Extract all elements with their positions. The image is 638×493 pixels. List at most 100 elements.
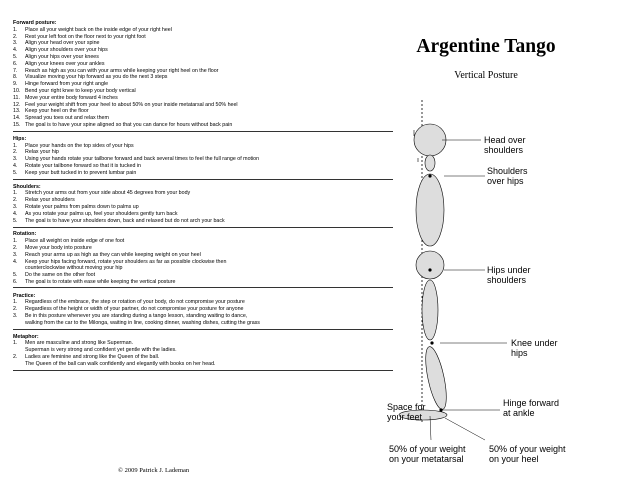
list-item: 11.Move your entire body forward 4 inche… xyxy=(13,95,391,102)
list-item: 2.Regardless of the height or width of y… xyxy=(13,306,391,313)
item-text: Feel your weight shift from your heel to… xyxy=(25,101,238,108)
list-item: 2. Ladies are feminine and strong like th… xyxy=(13,354,391,368)
item-text: As you rotate your palms up, feel your s… xyxy=(25,210,178,217)
item-number: 4. xyxy=(13,162,18,169)
item-text: Rest your left foot on the floor next to… xyxy=(25,33,146,40)
item-number: 15. xyxy=(13,121,21,128)
item-number: 2. xyxy=(13,197,18,204)
section-title: Hips: xyxy=(13,135,27,142)
item-text: Move your entire body forward 4 inches xyxy=(25,94,118,101)
joint-hip xyxy=(428,268,432,272)
item-number: 14. xyxy=(13,115,21,122)
item-text: Men are masculine and strong like Superm… xyxy=(25,340,177,354)
item-text: Reach as high as you can with your arms … xyxy=(25,67,219,74)
list-item: 4.Align your shoulders over your hips xyxy=(13,47,391,54)
figure-neck xyxy=(424,154,436,172)
instructions-column: Forward posture:1.Place all your weight … xyxy=(13,20,391,375)
section-divider xyxy=(13,131,393,132)
item-number: 12. xyxy=(13,101,21,108)
section-divider xyxy=(13,370,393,371)
item-number: 1. xyxy=(13,142,18,149)
item-text: The goal is to rotate with ease while ke… xyxy=(25,278,176,285)
item-text: The goal is to have your shoulders down,… xyxy=(25,217,225,224)
section-title: Metaphor: xyxy=(13,333,39,340)
item-text: Regardless of the height or width of you… xyxy=(25,306,244,313)
item-number: 5. xyxy=(13,169,18,176)
item-text: Place all your weight back on the inside… xyxy=(25,26,172,33)
section-forward-posture: Forward posture:1. Place all your weight … xyxy=(13,20,391,129)
item-text: Relax your shoulders xyxy=(25,197,75,204)
list-item: 4. As you rotate your palms up, feel your… xyxy=(13,211,391,218)
section-practice: Practice:1.Regardless of the embrace, th… xyxy=(13,293,391,327)
item-text: Place your hands on the top sides of you… xyxy=(25,142,134,149)
item-number: 7. xyxy=(13,67,18,74)
list-item: 5.Do the same on the other foot xyxy=(13,272,391,279)
section-divider xyxy=(13,227,393,228)
list-item: 6.Align your knees over your ankles xyxy=(13,61,391,68)
list-item: 5.The goal is to have your shoulders dow… xyxy=(13,218,391,225)
item-text: Align your hips over your knees xyxy=(25,53,99,60)
list-item: 4. Rotate your tailbone forward so that i… xyxy=(13,163,391,170)
section-hips: Hips:1. Place your hands on the top sides… xyxy=(13,136,391,177)
item-number: 3. xyxy=(13,251,18,258)
list-item: 10. Bend your right knee to keep your bod… xyxy=(13,88,391,95)
item-number: 3. xyxy=(13,203,18,210)
list-item: 9.Hinge forward from your right angle xyxy=(13,81,391,88)
item-number: 4. xyxy=(13,210,18,217)
section-metaphor: Metaphor:1.Men are masculine and strong … xyxy=(13,334,391,368)
item-text: Rotate your tailbone forward so that it … xyxy=(25,162,142,169)
page-title: Argentine Tango xyxy=(416,36,556,57)
list-item: 8.Visualize moving your hip forward as y… xyxy=(13,74,391,81)
item-number: 3. xyxy=(13,40,18,47)
section-title: Rotation: xyxy=(13,231,37,238)
list-item: 5. Keep your butt tucked in to prevent lu… xyxy=(13,170,391,177)
list-item: 3.Rotate your palms from palms down to p… xyxy=(13,204,391,211)
section-divider xyxy=(13,179,393,180)
item-text: Ladies are feminine and strong like the … xyxy=(25,354,216,367)
list-item: 2.Rest your left foot on the floor next … xyxy=(13,34,391,41)
list-item: 1.Men are masculine and strong like Supe… xyxy=(13,340,391,354)
list-item: 12. Feel your weight shift from your heel… xyxy=(13,102,391,109)
item-number: 1. xyxy=(13,190,18,197)
list-item: 1. Place all your weight back on the insi… xyxy=(13,27,391,34)
item-text: Spread you toes out and relax them xyxy=(25,115,109,122)
item-text: Regardless of the embrace, the step or r… xyxy=(25,299,245,306)
item-text: Align your head over your spine xyxy=(25,40,100,47)
item-number: 2. xyxy=(13,354,18,361)
list-item: 14. Spread you toes out and relax them xyxy=(13,115,391,122)
list-item: 3.Using your hands rotate your tailbone … xyxy=(13,156,391,163)
item-number: 3. xyxy=(13,313,18,320)
list-item: 1.Stretch your arms out from your side a… xyxy=(13,190,391,197)
figure-head xyxy=(413,123,447,157)
section-title: Forward posture: xyxy=(13,20,57,26)
item-number: 8. xyxy=(13,74,18,81)
item-text: Relax your hip xyxy=(25,149,59,156)
item-text: Align your shoulders over your hips xyxy=(25,47,108,54)
item-number: 3. xyxy=(13,156,18,163)
item-number: 10. xyxy=(13,87,21,94)
list-item: 1. Regardless of the embrace, the step or… xyxy=(13,299,391,306)
list-item: 7. Reach as high as you can with your arm… xyxy=(13,68,391,75)
item-number: 9. xyxy=(13,81,18,88)
list-item: 15. The goal is to have your spine aligne… xyxy=(13,122,391,129)
item-text: The goal is to have your spine aligned s… xyxy=(25,121,233,128)
page-subtitle: Vertical Posture xyxy=(454,70,518,81)
list-item: 2. Relax your shoulders xyxy=(13,197,391,204)
section-title: Shoulders: xyxy=(13,183,41,190)
item-number: 5. xyxy=(13,53,18,60)
item-number: 1. xyxy=(13,238,18,245)
list-item: 3.Reach your arms up as high as they can… xyxy=(13,252,391,259)
section-shoulders: Shoulders:1.Stretch your arms out from y… xyxy=(13,184,391,225)
item-text: Keep your butt tucked in to prevent lumb… xyxy=(25,169,137,176)
item-text: Be in this posture whenever you are stan… xyxy=(25,313,260,326)
item-number: 4. xyxy=(13,258,18,265)
item-text: Move your body into posture xyxy=(25,244,92,251)
list-item: 13.Keep your heel on the floor xyxy=(13,108,391,115)
item-number: 1. xyxy=(13,26,18,33)
item-text: Bend your right knee to keep your body v… xyxy=(25,87,136,94)
item-number: 1. xyxy=(13,299,18,306)
figure-thigh xyxy=(421,279,439,341)
